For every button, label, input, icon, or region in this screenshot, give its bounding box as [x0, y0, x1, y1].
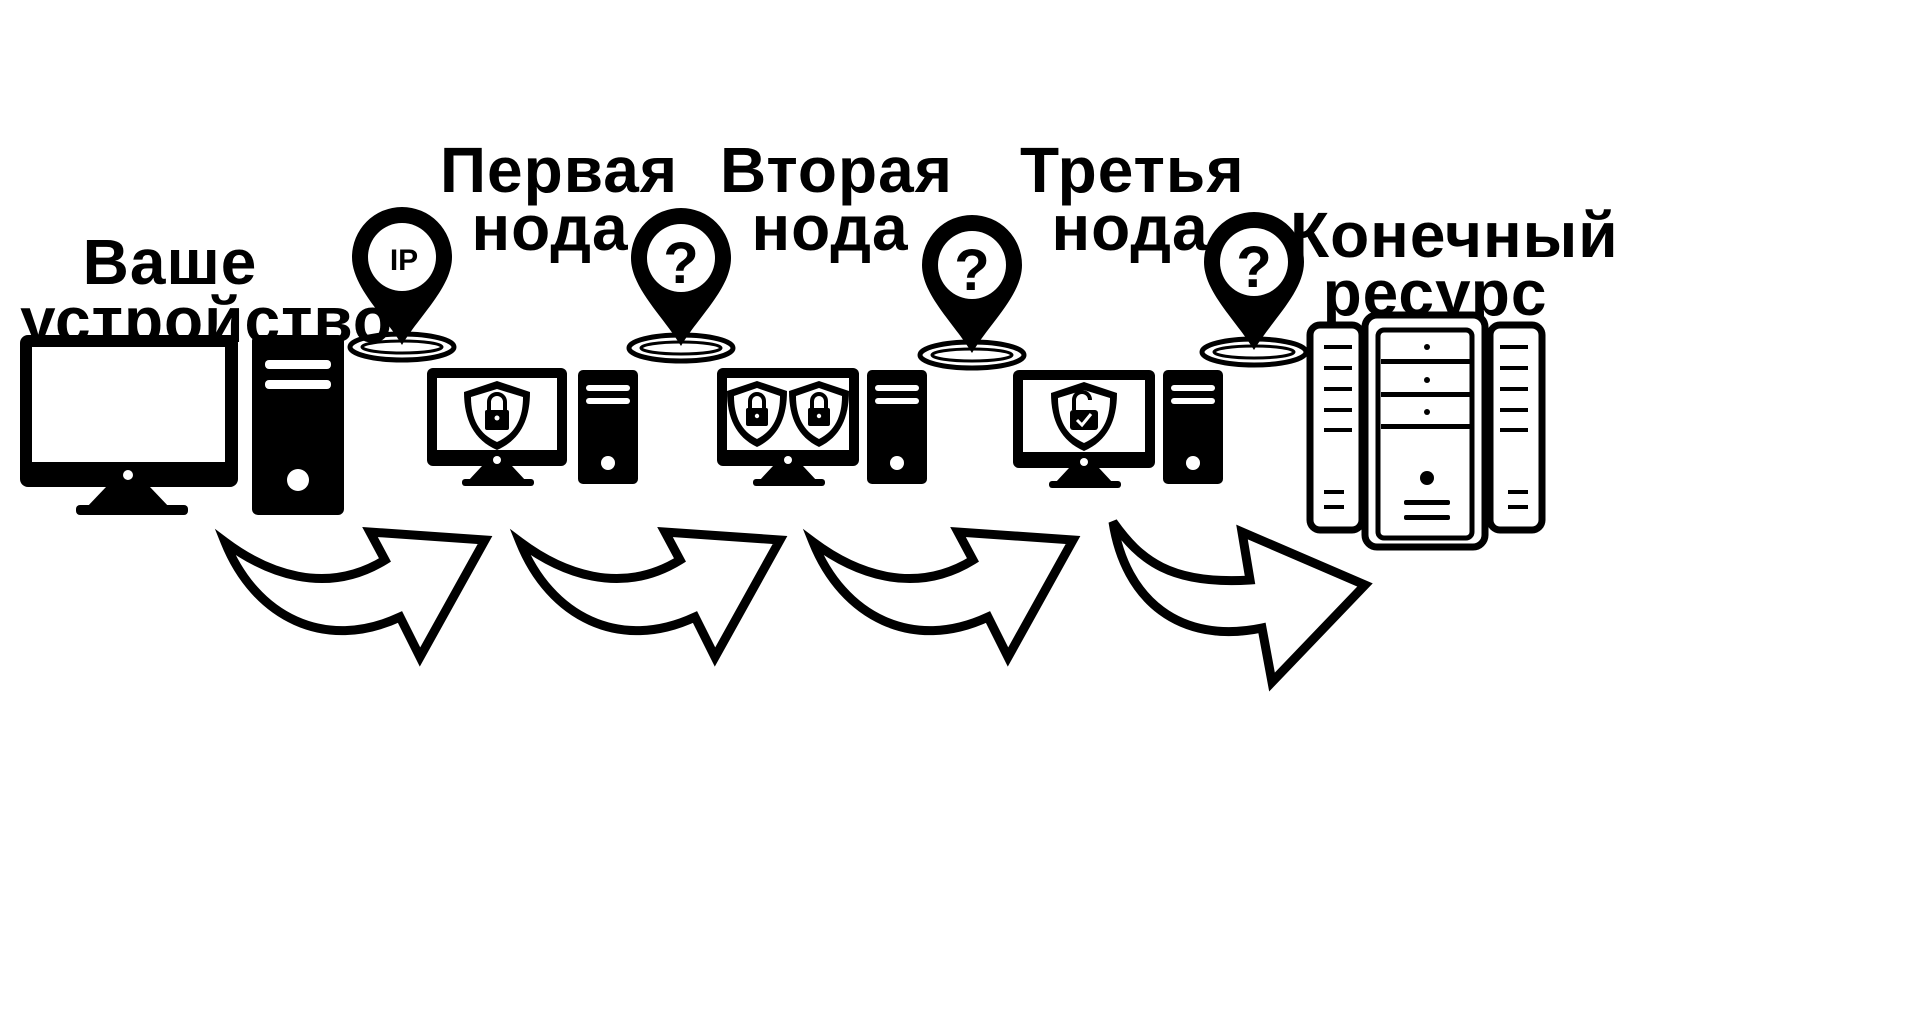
curved-arrow-icon — [225, 532, 485, 657]
label-first-node: Первая нода — [440, 134, 679, 264]
pin-question-text: ? — [1236, 235, 1271, 300]
label-your-device-line1: Ваше — [82, 226, 258, 298]
location-pin-icon: IP — [347, 207, 457, 363]
label-second-node-line2: нода — [751, 192, 909, 264]
label-first-node-line2: нода — [471, 192, 629, 264]
label-second-node: Вторая нода — [720, 134, 953, 264]
location-pin-icon: ? — [626, 208, 736, 364]
pin-question-text: ? — [954, 238, 989, 303]
server-rack-icon — [1306, 311, 1546, 551]
pin-ip-text: IP — [390, 244, 418, 277]
desktop-computer-icon — [20, 335, 344, 515]
curved-arrow-icon — [813, 532, 1073, 657]
pin-question-text: ? — [663, 231, 698, 296]
computer-shield-lock-icon — [427, 368, 638, 486]
label-first-node-line1: Первая — [440, 134, 679, 206]
location-pin-icon: ? — [917, 215, 1027, 371]
label-third-node-line1: Третья — [1020, 134, 1245, 206]
computer-double-shield-lock-icon — [717, 368, 927, 486]
label-third-node-line2: нода — [1051, 192, 1209, 264]
location-pin-icon: ? — [1199, 212, 1309, 368]
curved-arrow-icon — [1108, 519, 1373, 692]
curved-arrow-icon — [520, 532, 780, 657]
label-third-node: Третья нода — [1020, 134, 1245, 264]
label-end-resource-line1: Конечный — [1290, 199, 1619, 271]
computer-shield-unlock-icon — [1013, 370, 1223, 488]
label-second-node-line1: Вторая — [720, 134, 953, 206]
